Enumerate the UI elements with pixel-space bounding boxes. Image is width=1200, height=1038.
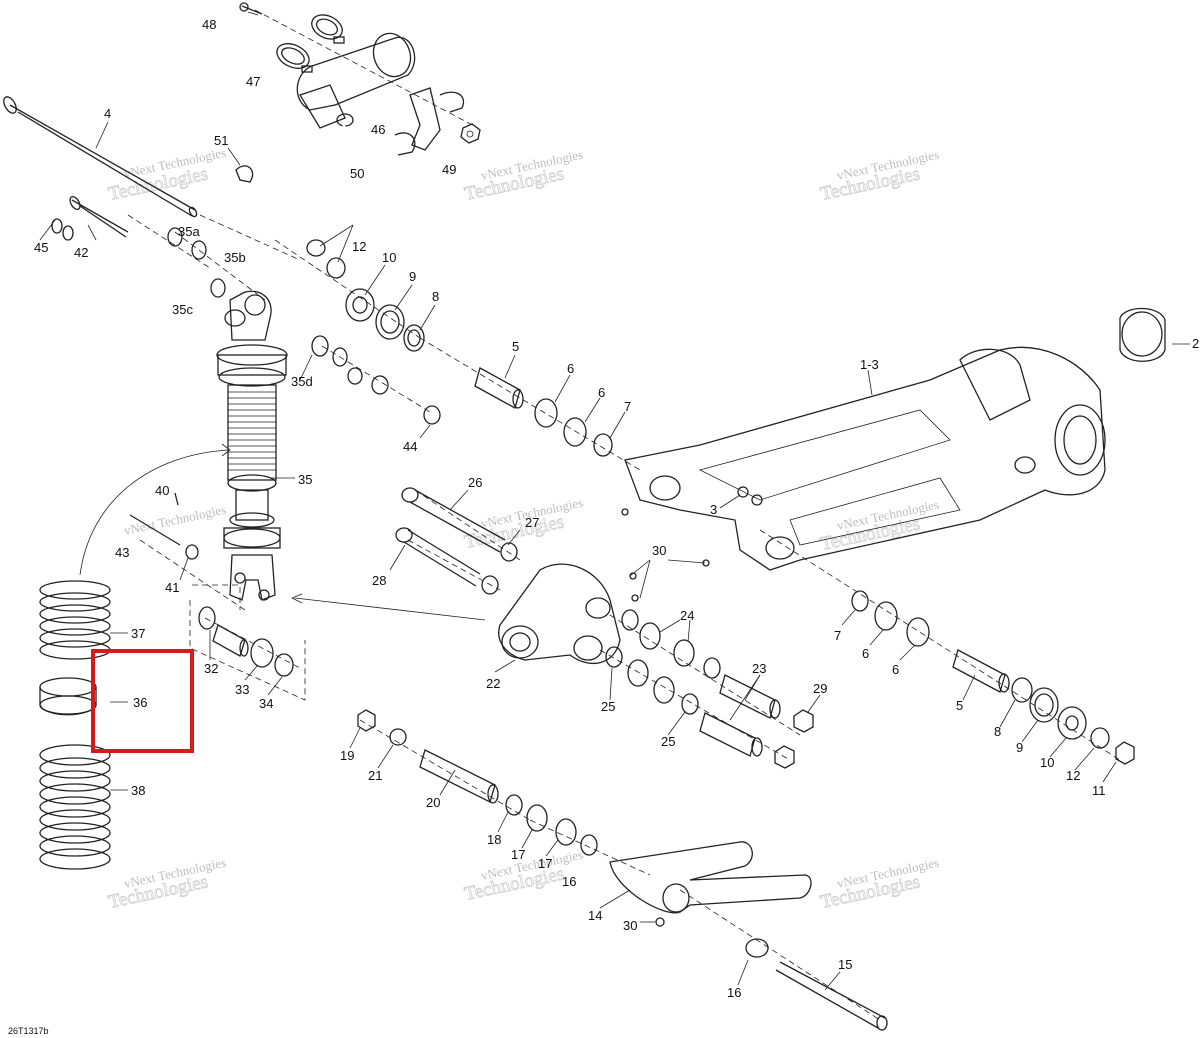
label-5: 5	[512, 339, 519, 354]
lower-link	[357, 709, 888, 1031]
label-1-3: 1-3	[860, 357, 879, 372]
shock-reservoir	[296, 32, 416, 129]
washer-27b	[481, 575, 499, 595]
label-9b: 9	[1016, 740, 1023, 755]
label-19: 19	[340, 748, 354, 763]
label-8: 8	[432, 289, 439, 304]
bolt-42	[51, 195, 129, 241]
label-35c: 35c	[172, 302, 193, 317]
label-26: 26	[468, 475, 482, 490]
rocker-22	[498, 563, 621, 664]
top-hardware	[239, 2, 481, 156]
label-37: 37	[131, 626, 145, 641]
label-34: 34	[259, 696, 273, 711]
shock-lower-parts	[129, 492, 294, 677]
label-leaders	[39, 121, 1190, 991]
bolt-28	[395, 527, 481, 587]
small-hardware-35	[167, 227, 441, 425]
swing-arm	[621, 346, 1106, 571]
label-17b: 17	[538, 856, 552, 871]
upper-bushings	[306, 239, 613, 457]
label-40: 40	[155, 483, 169, 498]
bolt-26	[401, 487, 506, 553]
label-7b: 7	[834, 628, 841, 643]
label-36: 36	[133, 695, 147, 710]
spring-38	[39, 744, 111, 870]
label-30a: 30	[652, 543, 666, 558]
label-15: 15	[838, 957, 852, 972]
label-25a: 25	[601, 699, 615, 714]
label-23: 23	[752, 661, 766, 676]
bolt-4	[3, 96, 198, 218]
label-16a: 16	[562, 874, 576, 889]
label-28: 28	[372, 573, 386, 588]
label-10: 10	[382, 250, 396, 265]
label-44: 44	[403, 439, 417, 454]
label-35a: 35a	[178, 224, 200, 239]
label-24: 24	[680, 608, 694, 623]
label-35b: 35b	[224, 250, 246, 265]
label-49: 49	[442, 162, 456, 177]
label-46: 46	[371, 122, 385, 137]
right-bushings	[851, 590, 1135, 765]
label-12: 12	[352, 239, 366, 254]
label-18: 18	[487, 832, 501, 847]
label-5b: 5	[956, 698, 963, 713]
label-10b: 10	[1040, 755, 1054, 770]
label-45: 45	[34, 240, 48, 255]
shock-top-eye	[224, 290, 272, 341]
cap-2	[1119, 307, 1166, 362]
label-11: 11	[1092, 783, 1106, 798]
label-27: 27	[525, 515, 539, 530]
label-35d: 35d	[291, 374, 313, 389]
label-21: 21	[368, 768, 382, 783]
washer-27a	[500, 542, 518, 562]
label-47: 47	[246, 74, 260, 89]
spring-37	[39, 580, 111, 660]
shock-absorber	[216, 32, 416, 601]
label-9: 9	[409, 269, 416, 284]
label-30b: 30	[623, 918, 637, 933]
label-51: 51	[214, 133, 228, 148]
callout-labels: 48 47 46 49 50 4 51 42 45 35a 35b 35c 35…	[34, 17, 1199, 1000]
label-41: 41	[165, 580, 179, 595]
label-38: 38	[131, 783, 145, 798]
label-32: 32	[204, 661, 218, 676]
label-20: 20	[426, 795, 440, 810]
leader-lines	[79, 11, 486, 621]
label-8b: 8	[994, 724, 1001, 739]
highlight-box	[91, 649, 194, 753]
rocker-bushings	[605, 572, 814, 769]
shock-threads	[228, 391, 276, 471]
label-16b: 16	[727, 985, 741, 1000]
diagram-code: 26T1317b	[8, 1026, 49, 1036]
label-3: 3	[710, 502, 717, 517]
label-29: 29	[813, 681, 827, 696]
label-22: 22	[486, 676, 500, 691]
label-33: 33	[235, 682, 249, 697]
label-14: 14	[588, 908, 602, 923]
label-6d: 6	[892, 662, 899, 677]
label-25b: 25	[661, 734, 675, 749]
label-42: 42	[74, 245, 88, 260]
label-4: 4	[104, 106, 111, 121]
label-2: 2	[1192, 336, 1199, 351]
label-7: 7	[624, 399, 631, 414]
label-35: 35	[298, 472, 312, 487]
label-50: 50	[350, 166, 364, 181]
label-17a: 17	[511, 847, 525, 862]
label-48: 48	[202, 17, 216, 32]
clip-51	[235, 165, 254, 183]
assembly-axes	[127, 9, 1121, 1021]
label-6a: 6	[567, 361, 574, 376]
spring-seat-36	[39, 677, 97, 716]
label-43: 43	[115, 545, 129, 560]
label-12b: 12	[1066, 768, 1080, 783]
label-6c: 6	[862, 646, 869, 661]
label-6b: 6	[598, 385, 605, 400]
